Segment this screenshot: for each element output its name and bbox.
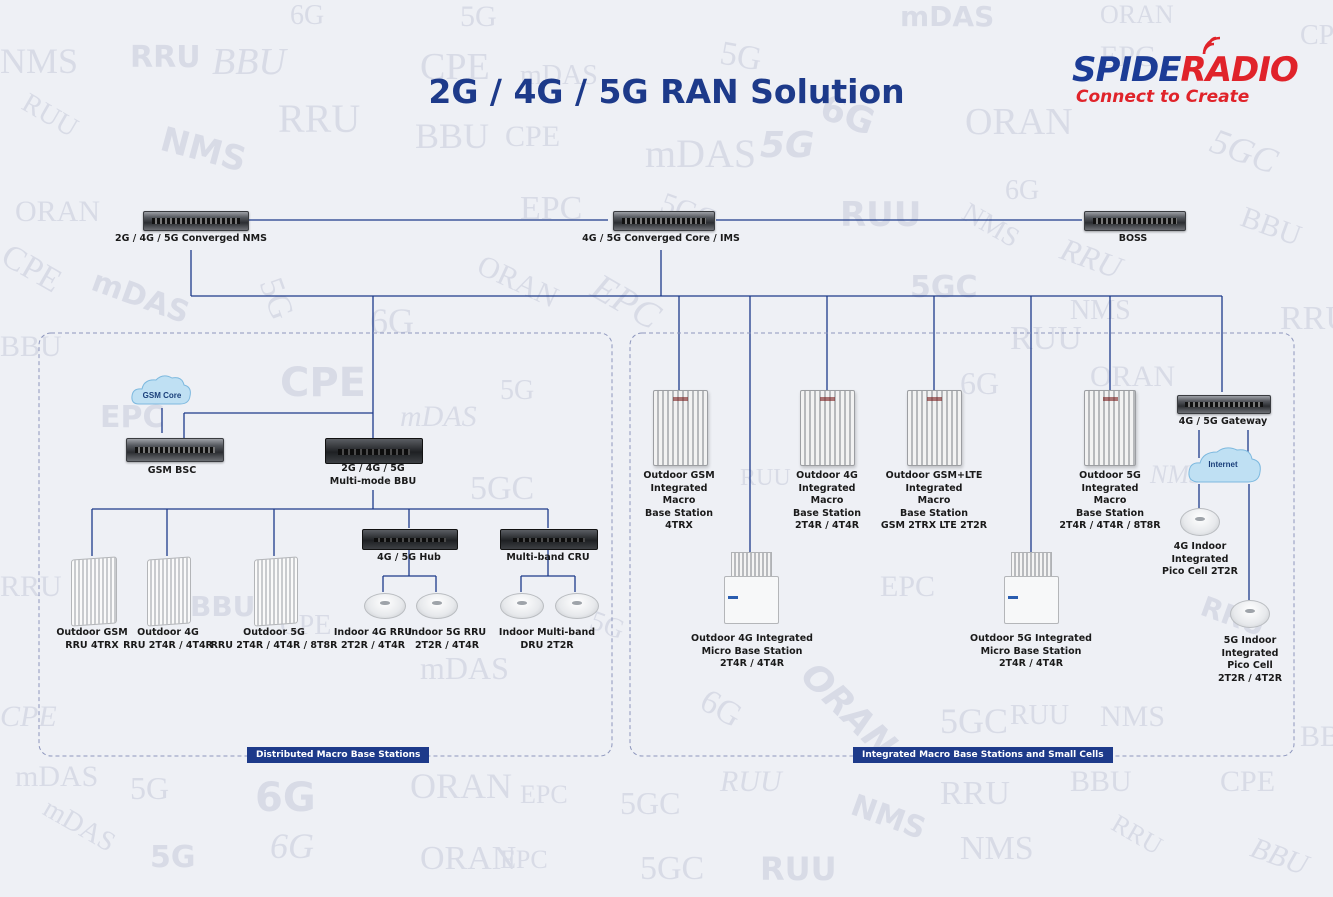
boss-server <box>1084 211 1186 231</box>
dru-device-1 <box>500 593 544 619</box>
gateway-label: 4G / 5G Gateway <box>1178 416 1268 427</box>
pico-5g-device <box>1230 600 1270 628</box>
hub-label: 4G / 5G Hub <box>377 552 441 563</box>
gsm-core-cloud <box>131 375 191 405</box>
boss-label: BOSS <box>1118 233 1148 244</box>
gsm-core-label: GSM Core <box>142 391 182 400</box>
internet-cloud <box>1188 447 1261 483</box>
cru-label: Multi-band CRU <box>506 552 590 563</box>
gsm-bsc-label: GSM BSC <box>147 465 197 476</box>
core-server <box>613 211 715 231</box>
core-label: 4G / 5G Converged Core / IMS <box>582 233 740 244</box>
logo-wordmark: SPIDERADIO <box>1072 50 1299 90</box>
dru-device-2 <box>555 593 599 619</box>
macro-gsm-lte-device <box>907 390 962 466</box>
macro-gsm-device <box>653 390 708 466</box>
rru-4g-device <box>147 556 191 627</box>
gsm-bsc-server <box>126 438 224 462</box>
macro-5g-device <box>1084 390 1136 466</box>
integrated-section-label: Integrated Macro Base Stations and Small… <box>853 747 1113 763</box>
rru-5g-device <box>254 556 298 627</box>
page-title: 2G / 4G / 5G RAN Solution <box>428 72 905 111</box>
logo-tagline: Connect to Create <box>1076 87 1250 107</box>
distributed-section-border <box>38 332 613 757</box>
bbu-unit <box>325 438 423 464</box>
nms-server <box>143 211 249 231</box>
cru-unit <box>500 529 598 550</box>
nms-label: 2G / 4G / 5G Converged NMS <box>115 233 267 244</box>
rru-gsm-device <box>71 556 117 627</box>
micro-5g-device <box>1004 552 1059 624</box>
brand-logo: SPIDERADIO Connect to Create <box>1072 36 1302 107</box>
hub-unit <box>362 529 458 550</box>
gateway-server <box>1177 395 1271 414</box>
indoor-4g-rru-device <box>364 593 406 619</box>
radio-waves-icon <box>1202 36 1221 55</box>
internet-label: Internet <box>1208 460 1238 469</box>
macro-4g-device <box>800 390 855 466</box>
pico-4g-device <box>1180 508 1220 536</box>
micro-4g-device <box>724 552 779 624</box>
distributed-section-label: Distributed Macro Base Stations <box>247 747 430 763</box>
indoor-5g-rru-device <box>416 593 458 619</box>
